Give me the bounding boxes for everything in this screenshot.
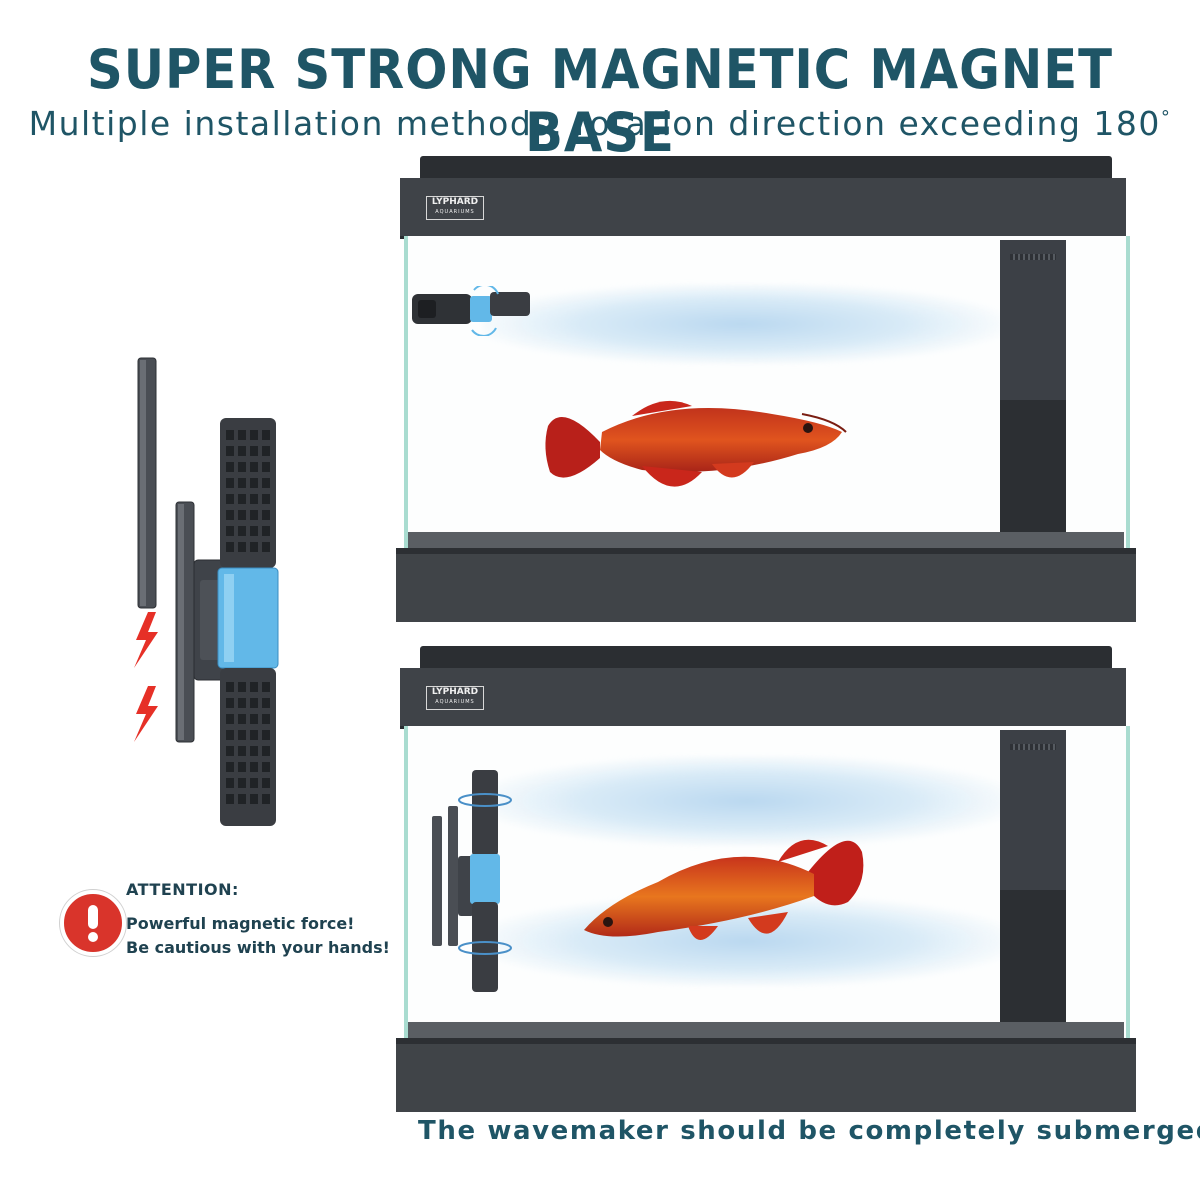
warning-exclamation-icon — [60, 890, 126, 956]
attention-line-2: Be cautious with your hands! — [126, 938, 390, 957]
footer-note: The wavemaker should be completely subme… — [418, 1116, 1200, 1146]
page-subtitle: Multiple installation methods, rotation … — [0, 104, 1200, 143]
water-flow — [482, 756, 1012, 846]
wavemaker-vertical — [432, 770, 512, 992]
page-title: SUPER STRONG MAGNETIC MAGNET BASE — [87, 38, 1113, 164]
filter-column — [1000, 240, 1066, 560]
tank-base — [396, 1038, 1136, 1112]
attention-title: ATTENTION: — [126, 880, 239, 899]
lightning-icon — [134, 612, 158, 668]
subtitle-text: Multiple installation methods, rotation … — [28, 104, 1161, 143]
degree-symbol: ° — [1160, 107, 1172, 128]
attention-line-1: Powerful magnetic force! — [126, 914, 355, 933]
water-flow — [482, 284, 1002, 364]
lightning-icon — [134, 686, 158, 742]
tank-lid — [420, 646, 1112, 668]
tank-base — [396, 548, 1136, 622]
wavemaker-horizontal — [412, 286, 530, 336]
filter-column — [1000, 730, 1066, 1050]
tank-frame — [400, 668, 1126, 729]
arowana-fish — [584, 839, 864, 940]
tank-frame — [400, 178, 1126, 239]
tank-lid — [420, 156, 1112, 178]
magnet-mount-diagram — [134, 357, 279, 826]
arowana-fish — [545, 400, 847, 487]
